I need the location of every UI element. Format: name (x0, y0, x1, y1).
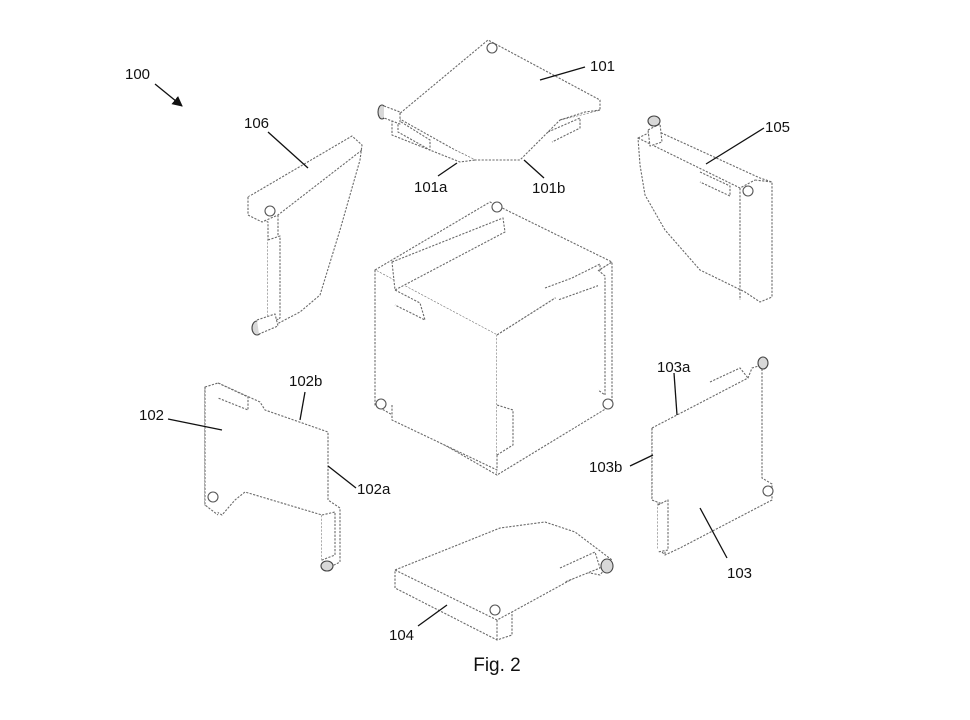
label-100: 100 (125, 66, 150, 83)
part-106 (247, 135, 363, 336)
label-103a: 103a (657, 359, 691, 376)
label-104: 104 (389, 627, 414, 644)
leader-lines (154, 66, 765, 627)
label-102b: 102b (289, 373, 322, 390)
label-103b: 103b (589, 459, 622, 476)
label-101b: 101b (532, 180, 565, 197)
part-103 (651, 356, 774, 556)
part-104 (394, 521, 614, 641)
part-102 (204, 382, 341, 572)
part-105 (637, 115, 773, 303)
reference-labels: 100 101 101a 101b 106 105 102 102b 102a … (125, 58, 790, 676)
label-106: 106 (244, 115, 269, 132)
cube (374, 201, 614, 476)
label-105: 105 (765, 119, 790, 136)
label-101: 101 (590, 58, 615, 75)
label-102a: 102a (357, 481, 391, 498)
part-101 (377, 39, 601, 163)
label-102: 102 (139, 407, 164, 424)
figure-caption: Fig. 2 (473, 655, 521, 676)
label-103: 103 (727, 565, 752, 582)
label-101a: 101a (414, 179, 448, 196)
